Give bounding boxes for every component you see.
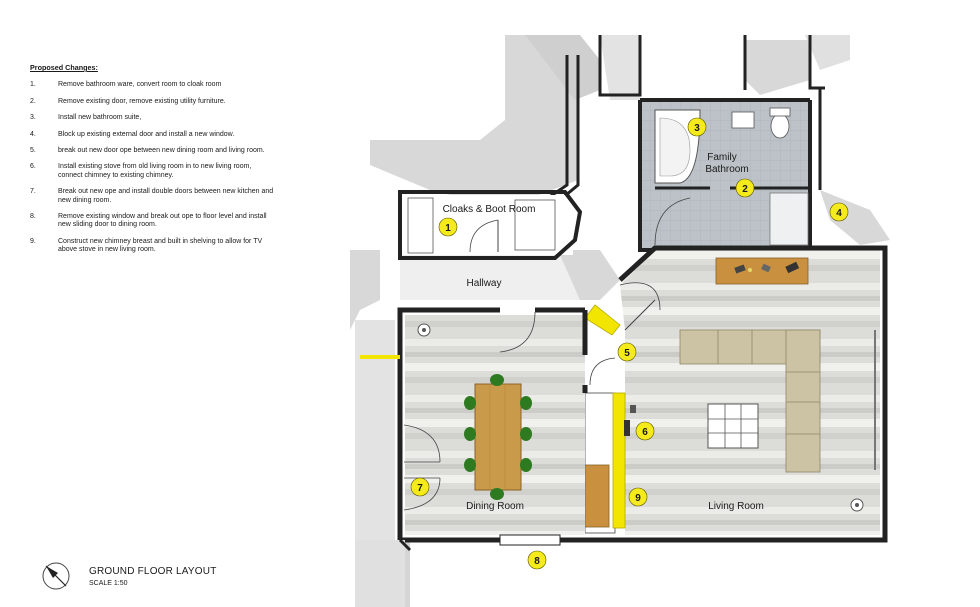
notes-title: Proposed Changes: <box>30 63 98 72</box>
marker-label: 9 <box>635 493 641 504</box>
note-text: Remove existing door, remove existing ut… <box>58 97 226 105</box>
note-text: break out new door ope between new dinin… <box>58 147 265 155</box>
drawing-title: GROUND FLOOR LAYOUT <box>89 566 217 577</box>
family-bathroom <box>638 98 812 252</box>
note-text: Remove bathroom ware, convert room to cl… <box>58 81 222 89</box>
change-marker-2: 2 <box>735 178 755 198</box>
change-marker-5: 5 <box>617 342 637 362</box>
dining-table <box>464 374 532 500</box>
sofa <box>679 329 821 473</box>
room-label-hallway: Hallway <box>466 278 501 289</box>
drawing-scale: SCALE 1:50 <box>89 580 128 587</box>
change-marker-1: 1 <box>438 217 458 237</box>
proposed-changes-notes: Proposed Changes: 1. Remove bathroom ware… <box>30 63 275 263</box>
room-label-bathroom-line2: Bathroom <box>705 164 748 175</box>
marker-label: 6 <box>642 427 648 438</box>
note-number: 8. <box>30 213 36 221</box>
coffee-table <box>707 403 759 449</box>
note-number: 1. <box>30 81 36 89</box>
note-item: 5. break out new door ope between new din… <box>30 147 275 155</box>
note-item: 3. Install new bathroom suite, <box>30 114 275 122</box>
marker-label: 1 <box>445 223 451 234</box>
note-item: 6. Install existing stove from old living… <box>30 163 275 180</box>
north-arrow-icon <box>42 562 70 590</box>
change-marker-7: 7 <box>410 477 430 497</box>
change-marker-9: 9 <box>628 487 648 507</box>
note-item: 2. Remove existing door, remove existing … <box>30 98 275 106</box>
note-number: 7. <box>30 188 36 196</box>
sliding-door-wall <box>355 534 625 607</box>
note-number: 3. <box>30 114 36 122</box>
note-text: Break out new ope and install double doo… <box>58 188 274 204</box>
cloaks-room <box>398 190 583 260</box>
room-label-bathroom-line1: Family <box>707 152 736 163</box>
marker-label: 3 <box>694 123 700 134</box>
marker-label: 5 <box>624 348 630 359</box>
dining-room-area <box>360 307 616 543</box>
note-text: Construct new chimney breast and built i… <box>58 237 263 254</box>
room-label-dining: Dining Room <box>466 501 524 512</box>
note-item: 8. Remove existing window and break out o… <box>30 213 275 230</box>
note-item: 9. Construct new chimney breast and built… <box>30 238 275 255</box>
note-number: 2. <box>30 97 36 105</box>
note-text: Install new bathroom suite, <box>58 114 142 122</box>
marker-label: 2 <box>742 184 748 195</box>
note-number: 4. <box>30 130 36 138</box>
note-text: Install existing stove from old living r… <box>58 163 252 179</box>
note-number: 6. <box>30 163 36 171</box>
note-item: 7. Break out new ope and install double d… <box>30 188 275 205</box>
room-label-living: Living Room <box>708 501 764 512</box>
note-number: 9. <box>30 237 36 245</box>
marker-label: 4 <box>836 208 842 219</box>
note-text: Remove existing window and break out ope… <box>58 213 267 229</box>
change-marker-8: 8 <box>527 550 547 570</box>
note-item: 4. Block up existing external door and in… <box>30 131 275 139</box>
change-marker-4: 4 <box>829 202 849 222</box>
chimney-breast <box>584 392 636 534</box>
room-label-cloaks: Cloaks & Boot Room <box>443 204 536 215</box>
note-number: 5. <box>30 147 36 155</box>
marker-label: 7 <box>417 483 423 494</box>
hallway <box>584 282 661 336</box>
note-item: 1. Remove bathroom ware, convert room to … <box>30 81 275 89</box>
living-room-area <box>560 245 888 543</box>
note-text: Block up existing external door and inst… <box>58 130 235 138</box>
change-marker-6: 6 <box>635 421 655 441</box>
change-marker-3: 3 <box>687 117 707 137</box>
marker-label: 8 <box>534 556 540 567</box>
